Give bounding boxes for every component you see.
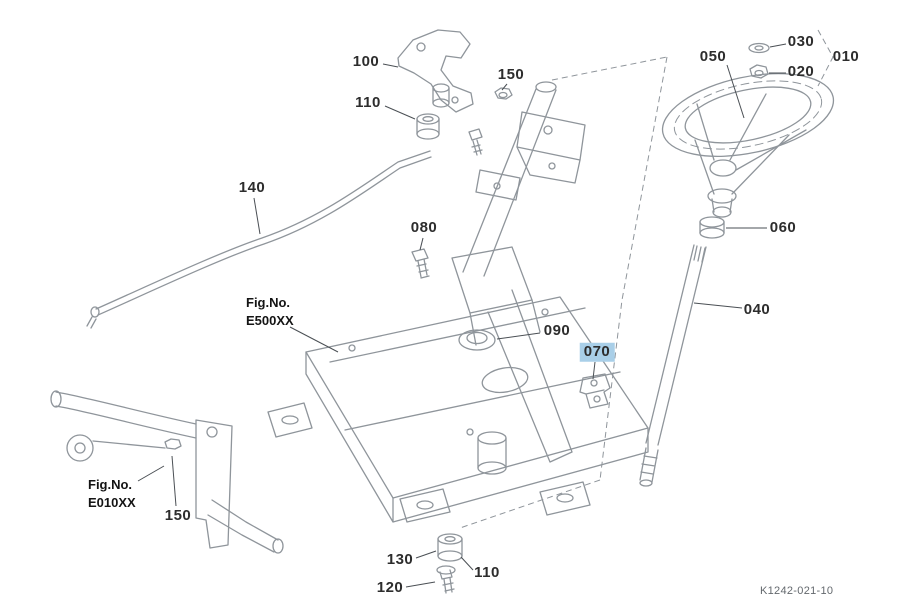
nut-020-part xyxy=(749,64,769,79)
fig-ref-prefix: Fig.No. xyxy=(88,477,133,492)
callout-070-highlighted[interactable]: 070 xyxy=(579,342,615,362)
tie-rod-140-part xyxy=(86,150,432,329)
leader-line-040 xyxy=(693,302,743,309)
steering-column-part xyxy=(451,81,586,475)
nut-150-top-part xyxy=(494,87,513,100)
bushing-110-top-part xyxy=(416,113,440,140)
fig-ref-prefix: Fig.No. xyxy=(246,295,291,310)
leader-lines-layer xyxy=(137,43,787,588)
leader-line-110 xyxy=(460,556,474,571)
callout-010[interactable]: 010 xyxy=(832,47,860,65)
callout-090[interactable]: 090 xyxy=(543,321,571,339)
callout-150[interactable]: 150 xyxy=(164,506,192,524)
fig-ref-number: E500XX xyxy=(246,312,294,328)
callout-060[interactable]: 060 xyxy=(769,218,797,236)
leader-line-140 xyxy=(253,197,261,235)
fig-ref-e010xx: Fig.No. E010XX xyxy=(88,476,136,511)
callout-140[interactable]: 140 xyxy=(238,178,266,196)
drawing-code: K1242-021-10 xyxy=(760,585,834,597)
steering-shaft-040-part xyxy=(639,244,707,487)
fig-ref-number: E010XX xyxy=(88,494,136,510)
group-boundary-dashed-lines xyxy=(459,29,834,529)
leader-line-130 xyxy=(415,550,437,559)
washer-030-part xyxy=(748,42,770,54)
callout-150[interactable]: 150 xyxy=(497,65,525,83)
fig-ref-e500xx: Fig.No. E500XX xyxy=(246,294,294,329)
collar-060-part xyxy=(699,216,725,239)
leader-line-150 xyxy=(501,83,508,91)
callout-030[interactable]: 030 xyxy=(787,32,815,50)
axle-bracket-assembly-part xyxy=(50,390,284,554)
leader-line-030 xyxy=(769,43,787,48)
bolt-120-part xyxy=(436,565,456,594)
base-plate-part xyxy=(267,296,649,523)
callout-080[interactable]: 080 xyxy=(410,218,438,236)
leader-line-100 xyxy=(382,63,399,68)
callout-100[interactable]: 100 xyxy=(352,52,380,70)
bushing-130-part xyxy=(437,533,463,562)
callout-130[interactable]: 130 xyxy=(386,550,414,568)
leader-line-110 xyxy=(384,105,416,120)
callout-120[interactable]: 120 xyxy=(376,578,404,596)
leader-line-e500xx xyxy=(289,326,339,353)
leader-line-070 xyxy=(592,361,596,380)
leader-line-050 xyxy=(726,64,745,119)
callout-040[interactable]: 040 xyxy=(743,300,771,318)
leader-line-e010xx xyxy=(137,465,165,482)
callout-110[interactable]: 110 xyxy=(355,93,381,111)
callout-110[interactable]: 110 xyxy=(474,563,500,581)
callout-050[interactable]: 050 xyxy=(699,47,727,65)
bracket-100-part xyxy=(397,29,483,156)
clamp-bracket-070-part xyxy=(579,373,611,409)
leader-line-150 xyxy=(171,455,177,507)
leader-line-120 xyxy=(405,581,436,588)
leader-line-090 xyxy=(496,332,541,340)
leader-line-080 xyxy=(419,237,424,251)
steering-wheel-part xyxy=(661,73,835,218)
callout-020[interactable]: 020 xyxy=(787,62,815,80)
grommet-090-part xyxy=(458,329,496,351)
